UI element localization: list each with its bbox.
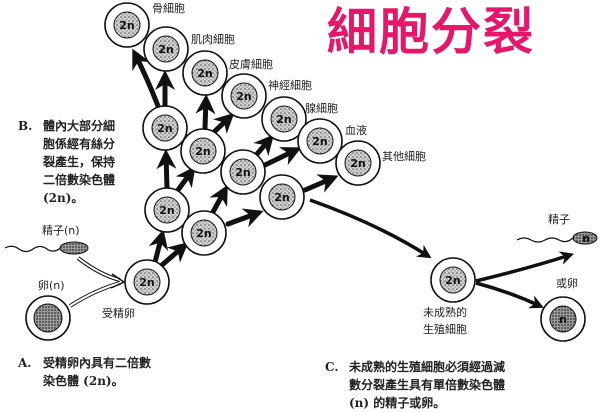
mitosis-arrows: [132, 48, 339, 268]
other-cell: 2n: [335, 140, 381, 186]
svg-text:2n: 2n: [159, 204, 175, 217]
bone-cell: 2n: [104, 2, 150, 48]
egg-cell-input: [25, 295, 71, 341]
fertilization-arrows: [68, 256, 126, 308]
note-b-line: 二倍數染色體: [43, 173, 116, 187]
arrow-to-sperm: [475, 251, 574, 283]
note-a-line: 染色體 (2n)。: [43, 374, 124, 388]
label-bone-cell: 骨細胞: [152, 2, 185, 15]
label-egg-output: 或卵: [556, 277, 578, 290]
svg-text:2n: 2n: [197, 67, 213, 80]
muscle-cell: 2n: [143, 26, 189, 72]
svg-text:2n: 2n: [236, 90, 252, 103]
svg-text:2n: 2n: [195, 145, 211, 158]
note-a-key: A.: [18, 356, 32, 370]
svg-text:2n: 2n: [196, 227, 212, 240]
note-c: C. 未成熟的生殖細胞必須經過減 數分裂產生具有單倍數染色體 (n) 的精子或卵…: [325, 358, 595, 410]
svg-text:n: n: [559, 313, 567, 326]
svg-text:2n: 2n: [445, 274, 461, 287]
nerve-cell: 2n: [221, 73, 267, 119]
cell-l1: 2n: [144, 187, 190, 233]
label-blood: 血液: [345, 124, 367, 137]
svg-text:n: n: [582, 232, 590, 245]
label-skin-cell: 皮膚細胞: [229, 58, 273, 71]
label-immature-2: 生殖細胞: [423, 323, 467, 336]
note-a: A. 受精卵內具有二倍數 染色體 (2n)。: [18, 354, 218, 394]
note-a-line: 受精卵內具有二倍數: [43, 356, 152, 370]
note-c-line: (n) 的精子或卵。: [349, 396, 446, 410]
note-c-key: C.: [325, 360, 339, 374]
cell-r3: 2n: [259, 174, 305, 220]
cell-r1: 2n: [181, 210, 227, 256]
gland-cell: 2n: [261, 96, 307, 142]
label-egg-input: 卵(n): [38, 279, 65, 292]
cell-m2: 2n: [180, 128, 226, 174]
svg-text:2n: 2n: [158, 43, 174, 56]
note-c-line: 未成熟的生殖細胞必須經過減: [349, 360, 506, 374]
cell-r2: 2n: [220, 149, 266, 195]
note-b-key: B.: [18, 119, 33, 133]
cells: 2n 2n 2n 2n 2n 2n 2n 2n 2n 2n 2n 2n 2n 2…: [25, 2, 586, 342]
note-b-line: 胞係經有絲分: [43, 137, 116, 151]
zygote-cell: 2n: [124, 259, 170, 305]
page-title: 細胞分裂: [327, 3, 535, 61]
label-immature-1: 未成熟的: [423, 306, 467, 319]
label-zygote: 受精卵: [102, 307, 135, 320]
svg-text:2n: 2n: [350, 157, 366, 170]
label-gland-cell: 腺細胞: [305, 102, 338, 115]
svg-text:2n: 2n: [139, 276, 155, 289]
egg-cell-output: n: [540, 296, 586, 342]
arrow-to-egg: [475, 281, 544, 309]
skin-cell: 2n: [182, 50, 228, 96]
label-sperm-input: 精子(n): [42, 224, 80, 237]
note-b-line: (2n)。: [43, 191, 84, 205]
svg-text:2n: 2n: [157, 122, 173, 135]
svg-text:2n: 2n: [119, 19, 135, 32]
note-b: B. 體內大部分細 胞係經有絲分 裂產生，保持 二倍數染色體 (2n)。: [18, 117, 138, 217]
label-other-cells: 其他細胞: [382, 150, 426, 163]
sperm-cell-input: [4, 241, 89, 255]
immature-germ-cell: 2n: [430, 257, 476, 303]
label-nerve-cell: 神經細胞: [268, 79, 312, 92]
note-c-line: 數分裂產生具有單倍數染色體: [349, 378, 506, 392]
svg-text:2n: 2n: [276, 113, 292, 126]
svg-text:2n: 2n: [312, 135, 328, 148]
note-b-line: 裂產生，保持: [43, 155, 116, 169]
cell-l2: 2n: [142, 105, 188, 151]
blood-cell: 2n: [297, 118, 343, 164]
svg-text:2n: 2n: [235, 166, 251, 179]
svg-text:2n: 2n: [274, 191, 290, 204]
arrow-to-germ-cell: [309, 198, 432, 259]
note-b-line: 體內大部分細: [43, 119, 116, 133]
label-muscle-cell: 肌肉細胞: [191, 33, 235, 46]
label-sperm-output: 精子: [548, 213, 570, 226]
sperm-cell-output: n: [516, 231, 598, 245]
